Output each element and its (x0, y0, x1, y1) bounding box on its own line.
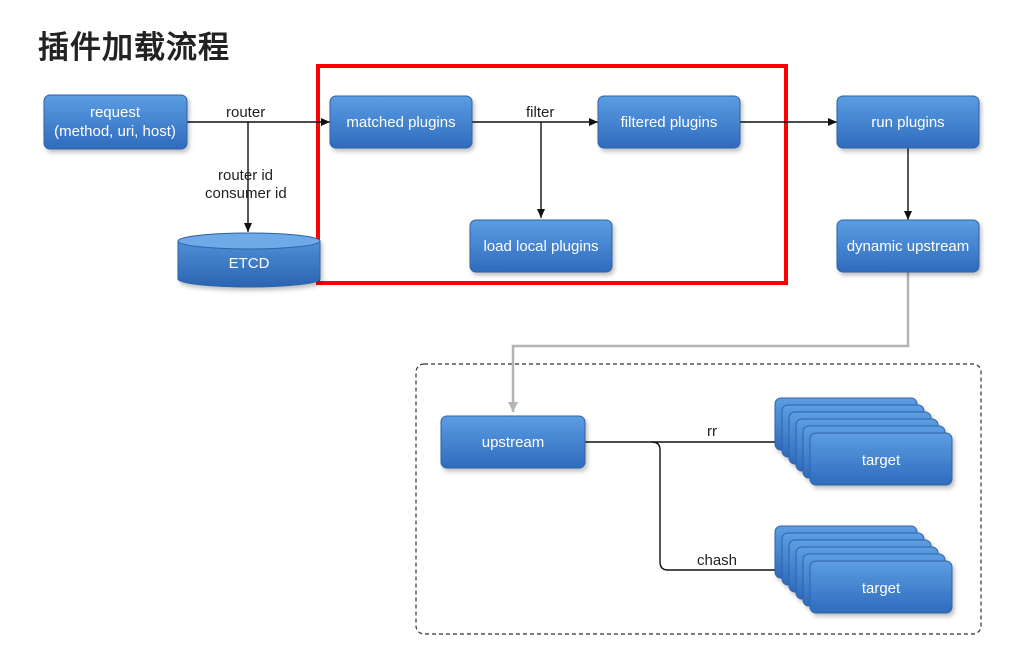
edge-label-filter: filter (526, 104, 554, 121)
edge-label-chash: chash (697, 552, 737, 569)
edge-label-router: router (226, 104, 265, 121)
node-etcd-label: ETCD (229, 255, 270, 272)
edge-label-router-id: router id (218, 167, 273, 184)
node-request-line1: request (90, 104, 141, 121)
node-target-chash-label: target (862, 580, 901, 597)
page-title: 插件加载流程 (38, 30, 230, 66)
node-upstream-label: upstream (482, 434, 545, 451)
node-target-rr-label: target (862, 452, 901, 469)
edge-label-consumer-id: consumer id (205, 185, 287, 202)
node-target-stack-rr: target (774, 397, 953, 486)
node-filtered-plugins-label: filtered plugins (621, 114, 718, 131)
edge-rr (585, 441, 785, 574)
node-matched-plugins: matched plugins (329, 95, 473, 149)
edge-label-rr: rr (707, 423, 717, 440)
node-dynamic-upstream: dynamic upstream (836, 219, 980, 273)
node-dynamic-upstream-label: dynamic upstream (847, 238, 970, 255)
edge-to-upstream (508, 272, 910, 412)
node-run-plugins: run plugins (836, 95, 980, 149)
node-target-stack-chash: target (774, 525, 953, 614)
highlight-box (316, 64, 788, 285)
node-request: request (method, uri, host) (43, 94, 188, 150)
upstream-container (415, 363, 982, 635)
node-request-line2: (method, uri, host) (54, 123, 176, 140)
node-upstream: upstream (440, 415, 586, 469)
node-filtered-plugins: filtered plugins (597, 95, 741, 149)
node-matched-plugins-label: matched plugins (346, 114, 455, 131)
node-etcd: ETCD (177, 232, 321, 288)
node-load-local-plugins: load local plugins (469, 219, 613, 273)
node-load-local-plugins-label: load local plugins (483, 238, 598, 255)
node-run-plugins-label: run plugins (871, 114, 944, 131)
